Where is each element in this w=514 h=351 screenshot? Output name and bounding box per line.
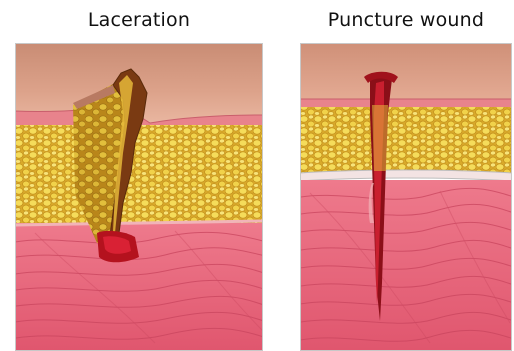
laceration-diagram: [15, 43, 263, 351]
laceration-label: Laceration: [15, 9, 263, 31]
fascia-layer: [300, 170, 512, 181]
epidermis-layer: [300, 43, 512, 105]
puncture-illustration: [300, 43, 512, 351]
fat-layer: [15, 125, 263, 225]
puncture-wound-diagram: [300, 43, 512, 351]
laceration-illustration: [15, 43, 263, 351]
fat-layer: [300, 107, 512, 177]
puncture-wound-label: Puncture wound: [300, 9, 512, 31]
puncture-fat-edge: [372, 105, 388, 171]
